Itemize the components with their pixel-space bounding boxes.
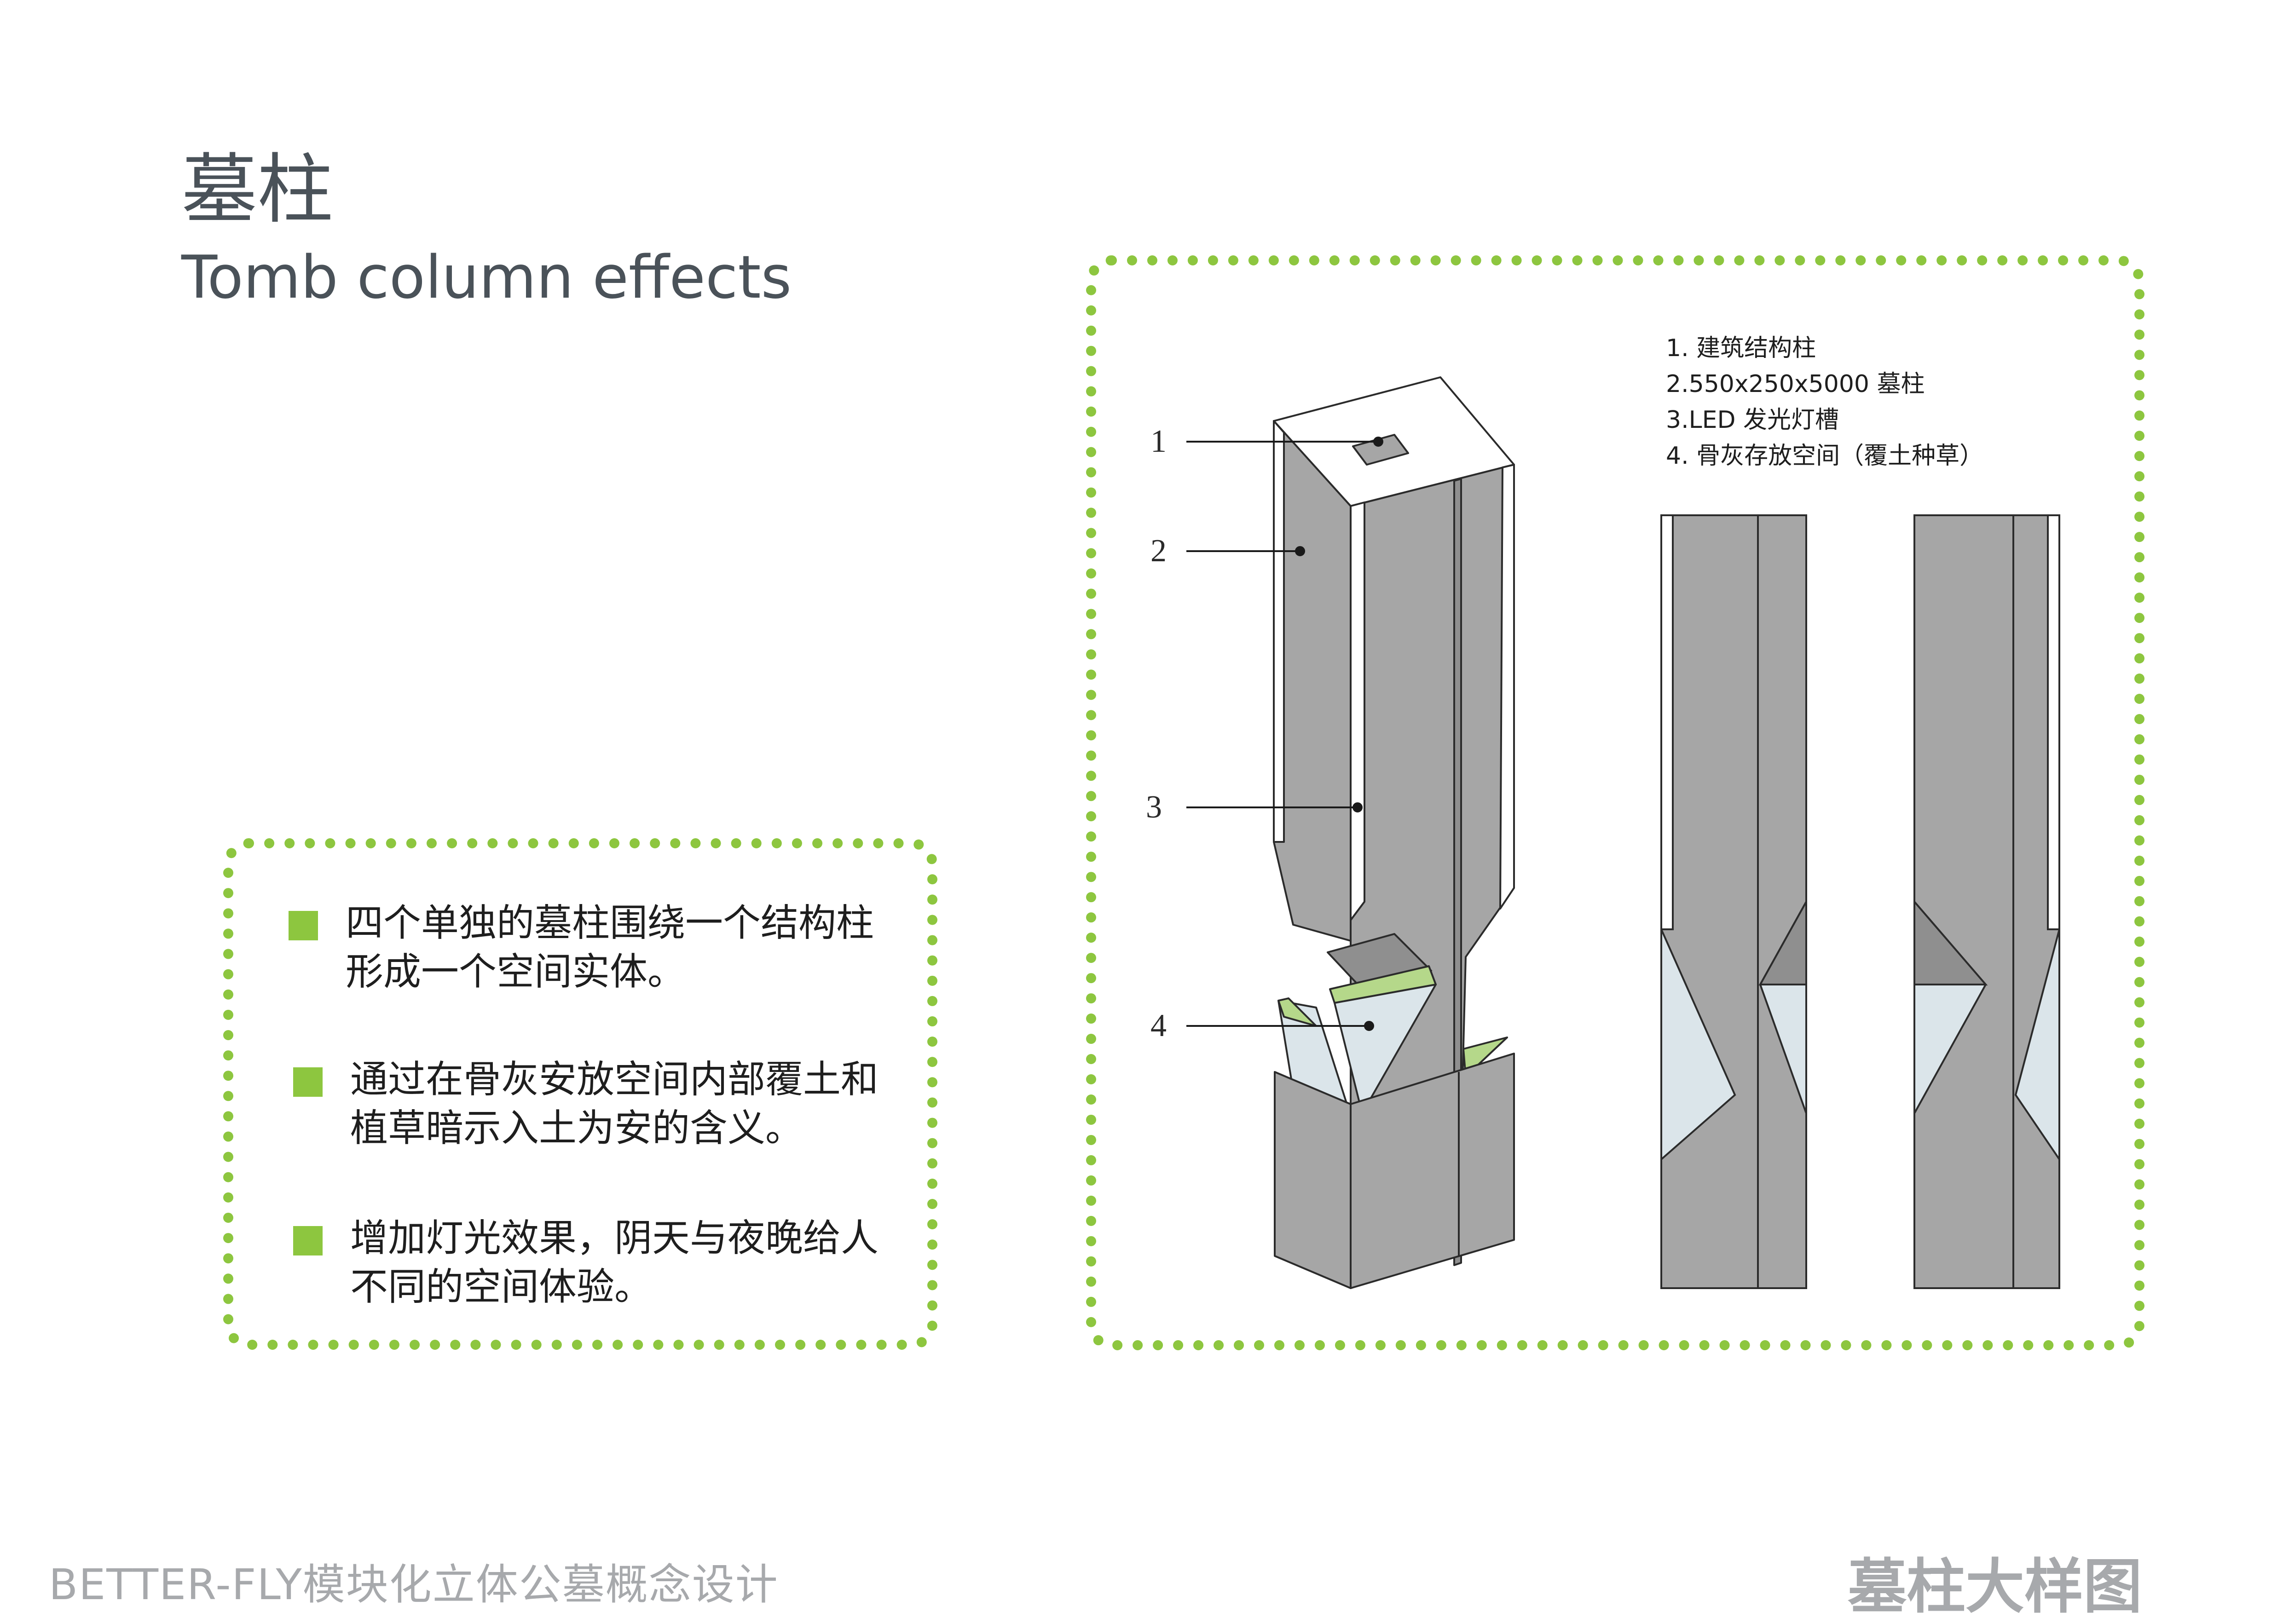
elevation-b-led-strip (2047, 514, 2060, 930)
legend-item: 3.LED 发光灯槽 (1666, 406, 1839, 434)
description-box: 四个单独的墓柱围绕一个结构柱形成一个空间实体。 通过在骨灰安放空间内部覆土和植草… (223, 838, 937, 1350)
bullet-square-icon (293, 1067, 323, 1097)
legend-item: 2.550x250x5000 墓柱 (1666, 370, 1925, 398)
bullet-item: 四个单独的墓柱围绕一个结构柱形成一个空间实体。 (289, 899, 875, 996)
bullet-text: 增加灯光效果，阴天与夜晚给人不同的空间体验。 (350, 1216, 879, 1309)
callout-number: 2 (1150, 533, 1167, 569)
led-groove-right (1499, 464, 1515, 910)
sheet-title: 墓柱大样图 (1848, 1553, 2143, 1621)
project-name: BETTER-FLY模块化立体公墓概念设计 (49, 1560, 779, 1609)
bullet-text: 四个单独的墓柱围绕一个结构柱形成一个空间实体。 (346, 901, 874, 994)
elevation-a-cut (1758, 898, 1807, 985)
column-base-left (1274, 1071, 1352, 1289)
elevation-b-cut (1913, 899, 1988, 985)
bullet-item: 通过在骨灰安放空间内部覆土和植草暗示入土为安的含义。 (293, 1055, 879, 1153)
callout-number: 1 (1150, 424, 1167, 459)
urn-niche-glass (1334, 984, 1437, 1114)
led-groove-center (1453, 478, 1462, 1266)
callout-number: 3 (1146, 789, 1162, 825)
bullet-square-icon (289, 911, 318, 940)
elevation-a-body (1660, 514, 1807, 1289)
legend-item: 1. 建筑结构柱 (1666, 334, 1816, 362)
bullet-square-icon (293, 1226, 323, 1255)
column-base-front (1350, 1053, 1515, 1289)
elevation-a-led-strip (1660, 514, 1674, 930)
led-groove-left (1350, 501, 1365, 921)
column-left-edge (1273, 420, 1285, 843)
elevation-b-body (1913, 514, 2060, 1289)
page-subtitle: Tomb column effects (181, 243, 792, 312)
callout-number: 4 (1150, 1008, 1167, 1043)
diagram-legend: 1. 建筑结构柱 2.550x250x5000 墓柱 3.LED 发光灯槽 4.… (1666, 330, 1983, 474)
column-left-face (1273, 420, 1352, 942)
bullet-text: 通过在骨灰安放空间内部覆土和植草暗示入土为安的含义。 (350, 1058, 879, 1150)
bullet-item: 增加灯光效果，阴天与夜晚给人不同的空间体验。 (293, 1214, 879, 1312)
elevation-a-notch (1660, 929, 1736, 1162)
diagram-frame (1086, 255, 2144, 1350)
elevation-b-notch-right (2014, 929, 2060, 1163)
page-title: 墓柱 (181, 145, 333, 234)
legend-item: 4. 骨灰存放空间（覆土种草） (1666, 442, 1984, 470)
